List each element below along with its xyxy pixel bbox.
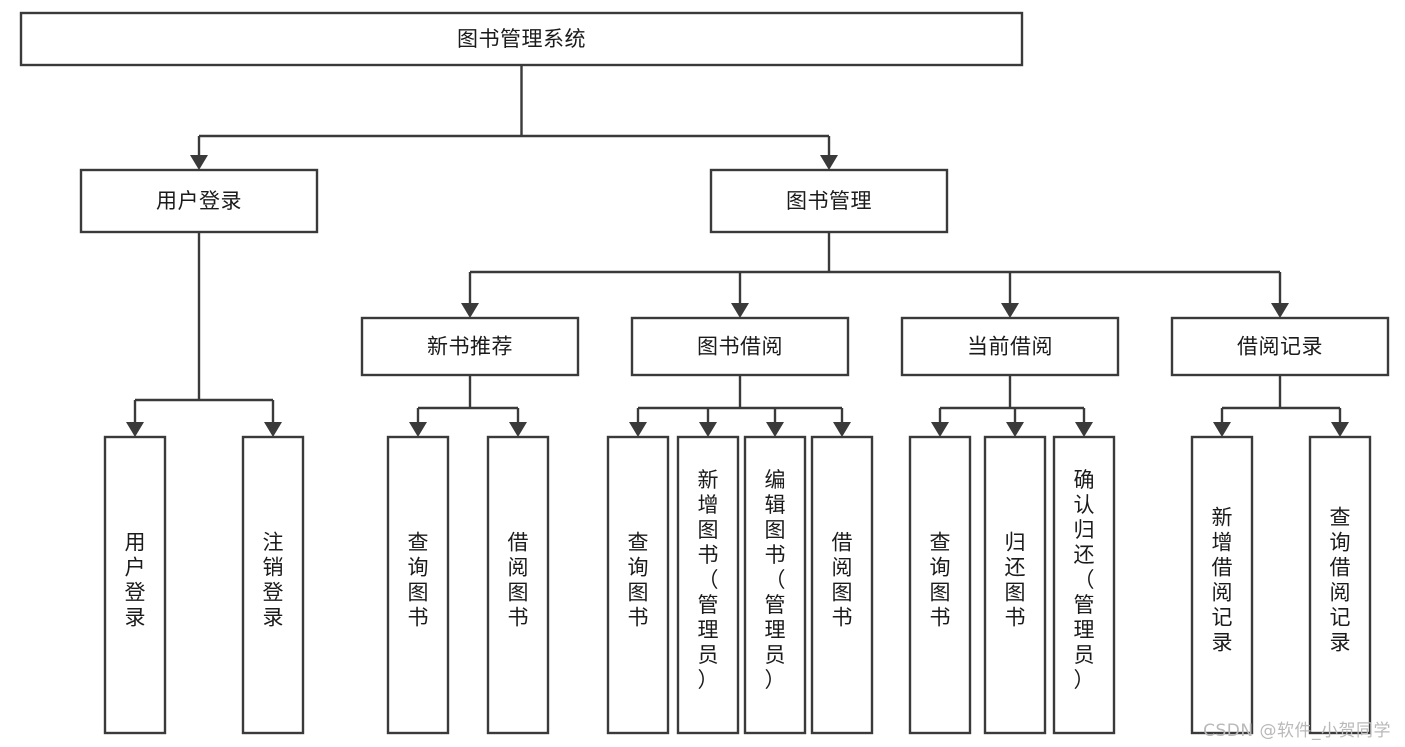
node-label-book-borrow: 图书借阅 bbox=[697, 335, 783, 359]
arrow-head-leaf-add-book-admin bbox=[699, 422, 717, 437]
node-book-manage[interactable]: 图书管理 bbox=[709, 168, 949, 234]
node-label-root: 图书管理系统 bbox=[457, 27, 586, 51]
node-label-user-login: 用户登录 bbox=[156, 189, 242, 213]
node-leaf-user-login[interactable]: 用户登录 bbox=[103, 435, 167, 735]
node-box-user-login bbox=[79, 168, 319, 234]
node-box-leaf-borrow-book-new bbox=[486, 435, 550, 735]
node-leaf-confirm-return-admin[interactable]: 确认归还（管理员） bbox=[1052, 435, 1116, 735]
node-label-leaf-query-book-new: 查询图书 bbox=[408, 531, 429, 630]
node-box-leaf-add-book-admin bbox=[676, 435, 740, 735]
node-label-leaf-query-book-borrow: 查询图书 bbox=[628, 531, 649, 630]
connector-layer bbox=[126, 65, 1349, 437]
node-box-book-borrow bbox=[630, 316, 850, 377]
node-box-leaf-query-book-new bbox=[386, 435, 450, 735]
node-leaf-query-book-borrow[interactable]: 查询图书 bbox=[606, 435, 670, 735]
arrow-head-leaf-query-book-borrow bbox=[629, 422, 647, 437]
node-leaf-edit-book-admin[interactable]: 编辑图书（管理员） bbox=[743, 435, 807, 735]
node-box-leaf-query-book-current bbox=[908, 435, 972, 735]
arrow-head-leaf-query-borrow-record bbox=[1331, 422, 1349, 437]
arrow-head-current-borrow bbox=[1001, 303, 1019, 318]
node-leaf-borrow-book[interactable]: 借阅图书 bbox=[810, 435, 874, 735]
node-leaf-query-borrow-record[interactable]: 查询借阅记录 bbox=[1308, 435, 1372, 735]
arrow-head-book-borrow bbox=[731, 303, 749, 318]
arrow-head-leaf-borrow-book-new bbox=[509, 422, 527, 437]
node-label-leaf-query-borrow-record: 查询借阅记录 bbox=[1330, 506, 1351, 655]
node-label-new-book-recommend: 新书推荐 bbox=[427, 335, 513, 359]
node-label-leaf-return-book: 归还图书 bbox=[1005, 531, 1026, 630]
arrow-head-leaf-user-login bbox=[126, 422, 144, 437]
node-box-leaf-borrow-book bbox=[810, 435, 874, 735]
node-box-leaf-user-logout bbox=[241, 435, 305, 735]
node-label-leaf-add-book-admin: 新增图书（管理员） bbox=[698, 468, 719, 692]
node-label-book-manage: 图书管理 bbox=[786, 189, 872, 213]
node-leaf-borrow-book-new[interactable]: 借阅图书 bbox=[486, 435, 550, 735]
node-label-borrow-record: 借阅记录 bbox=[1237, 335, 1323, 359]
node-leaf-return-book[interactable]: 归还图书 bbox=[983, 435, 1047, 735]
node-label-leaf-edit-book-admin: 编辑图书（管理员） bbox=[765, 468, 786, 692]
node-root[interactable]: 图书管理系统 bbox=[19, 11, 1024, 67]
arrow-head-leaf-user-logout bbox=[264, 422, 282, 437]
node-label-leaf-query-book-current: 查询图书 bbox=[930, 531, 951, 630]
arrow-head-leaf-edit-book-admin bbox=[766, 422, 784, 437]
arrow-head-borrow-record bbox=[1271, 303, 1289, 318]
node-label-leaf-confirm-return-admin: 确认归还（管理员） bbox=[1074, 468, 1095, 692]
node-box-book-manage bbox=[709, 168, 949, 234]
node-leaf-query-book-new[interactable]: 查询图书 bbox=[386, 435, 450, 735]
node-leaf-user-logout[interactable]: 注销登录 bbox=[241, 435, 305, 735]
arrow-head-leaf-return-book bbox=[1006, 422, 1024, 437]
node-label-leaf-user-logout: 注销登录 bbox=[263, 531, 284, 630]
arrow-head-leaf-confirm-return-admin bbox=[1075, 422, 1093, 437]
arrow-head-user-login bbox=[190, 155, 208, 170]
node-box-leaf-user-login bbox=[103, 435, 167, 735]
node-leaf-query-book-current[interactable]: 查询图书 bbox=[908, 435, 972, 735]
node-borrow-record[interactable]: 借阅记录 bbox=[1170, 316, 1390, 377]
node-box-leaf-edit-book-admin bbox=[743, 435, 807, 735]
node-box-leaf-confirm-return-admin bbox=[1052, 435, 1116, 735]
node-box-leaf-return-book bbox=[983, 435, 1047, 735]
arrow-head-leaf-borrow-book bbox=[833, 422, 851, 437]
node-label-leaf-user-login: 用户登录 bbox=[125, 531, 146, 630]
node-new-book-recommend[interactable]: 新书推荐 bbox=[360, 316, 580, 377]
arrow-head-book-manage bbox=[820, 155, 838, 170]
node-label-current-borrow: 当前借阅 bbox=[967, 335, 1053, 359]
arrow-head-leaf-query-book-current bbox=[931, 422, 949, 437]
node-box-leaf-query-book-borrow bbox=[606, 435, 670, 735]
node-layer: 图书管理系统用户登录图书管理新书推荐图书借阅当前借阅借阅记录用户登录注销登录查询… bbox=[19, 11, 1390, 735]
watermark-label: CSDN @软件_小贺同学 bbox=[1203, 721, 1391, 741]
node-label-leaf-borrow-book: 借阅图书 bbox=[832, 531, 853, 630]
arrow-head-new-book-recommend bbox=[461, 303, 479, 318]
node-box-borrow-record bbox=[1170, 316, 1390, 377]
node-leaf-add-book-admin[interactable]: 新增图书（管理员） bbox=[676, 435, 740, 735]
arrow-head-leaf-add-borrow-record bbox=[1213, 422, 1231, 437]
node-box-current-borrow bbox=[900, 316, 1120, 377]
node-book-borrow[interactable]: 图书借阅 bbox=[630, 316, 850, 377]
node-label-leaf-borrow-book-new: 借阅图书 bbox=[508, 531, 529, 630]
node-user-login[interactable]: 用户登录 bbox=[79, 168, 319, 234]
node-box-leaf-query-borrow-record bbox=[1308, 435, 1372, 735]
node-box-leaf-add-borrow-record bbox=[1190, 435, 1254, 735]
node-current-borrow[interactable]: 当前借阅 bbox=[900, 316, 1120, 377]
node-leaf-add-borrow-record[interactable]: 新增借阅记录 bbox=[1190, 435, 1254, 735]
node-box-new-book-recommend bbox=[360, 316, 580, 377]
arrow-head-leaf-query-book-new bbox=[409, 422, 427, 437]
node-box-root bbox=[19, 11, 1024, 67]
node-label-leaf-add-borrow-record: 新增借阅记录 bbox=[1212, 506, 1233, 655]
